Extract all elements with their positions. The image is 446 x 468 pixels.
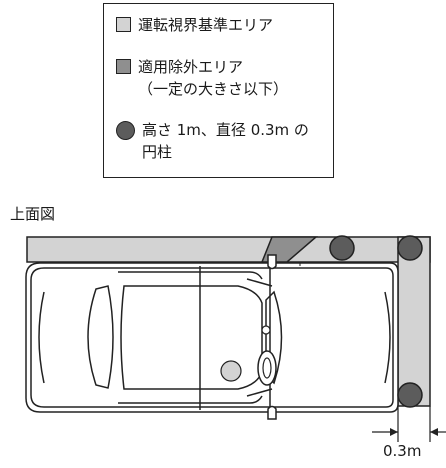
small-knob — [261, 325, 271, 335]
pillars — [329, 235, 423, 408]
side-mirrors — [267, 254, 277, 420]
standard-area-label: 運転視界基準エリア — [138, 16, 274, 34]
right-mirror — [267, 405, 277, 420]
legend-box: 運転視界基準エリア 適用除外エリア （一定の大きさ以下） 高さ 1m、直径 0.… — [103, 3, 334, 178]
dimension-label: 0.3m — [383, 442, 422, 460]
legend-item-excluded-area: 適用除外エリア （一定の大きさ以下） — [116, 56, 288, 100]
legend-item-standard-area: 運転視界基準エリア — [116, 14, 273, 36]
eye-point — [220, 360, 242, 382]
pillar-side-rear — [397, 382, 423, 408]
excluded-area-swatch — [116, 59, 131, 74]
dimension-marker — [372, 406, 446, 442]
front-visibility-band — [26, 236, 431, 263]
view-label: 上面図 — [10, 205, 56, 223]
pillar-label: 高さ 1m、直径 0.3m の 円柱 — [142, 121, 309, 161]
steering-wheel-inner — [262, 357, 272, 379]
pillar-front-left — [329, 235, 355, 261]
standard-area-swatch — [116, 17, 131, 32]
car-outline — [25, 262, 399, 413]
excluded-area-label: 適用除外エリア （一定の大きさ以下） — [138, 58, 289, 98]
legend-item-pillar: 高さ 1m、直径 0.3m の 円柱 — [116, 119, 309, 163]
side-visibility-band — [397, 236, 431, 407]
pillar-swatch — [116, 121, 135, 140]
pillar-front-corner — [397, 235, 423, 261]
steering-wheel — [257, 350, 277, 386]
left-mirror — [267, 254, 277, 270]
